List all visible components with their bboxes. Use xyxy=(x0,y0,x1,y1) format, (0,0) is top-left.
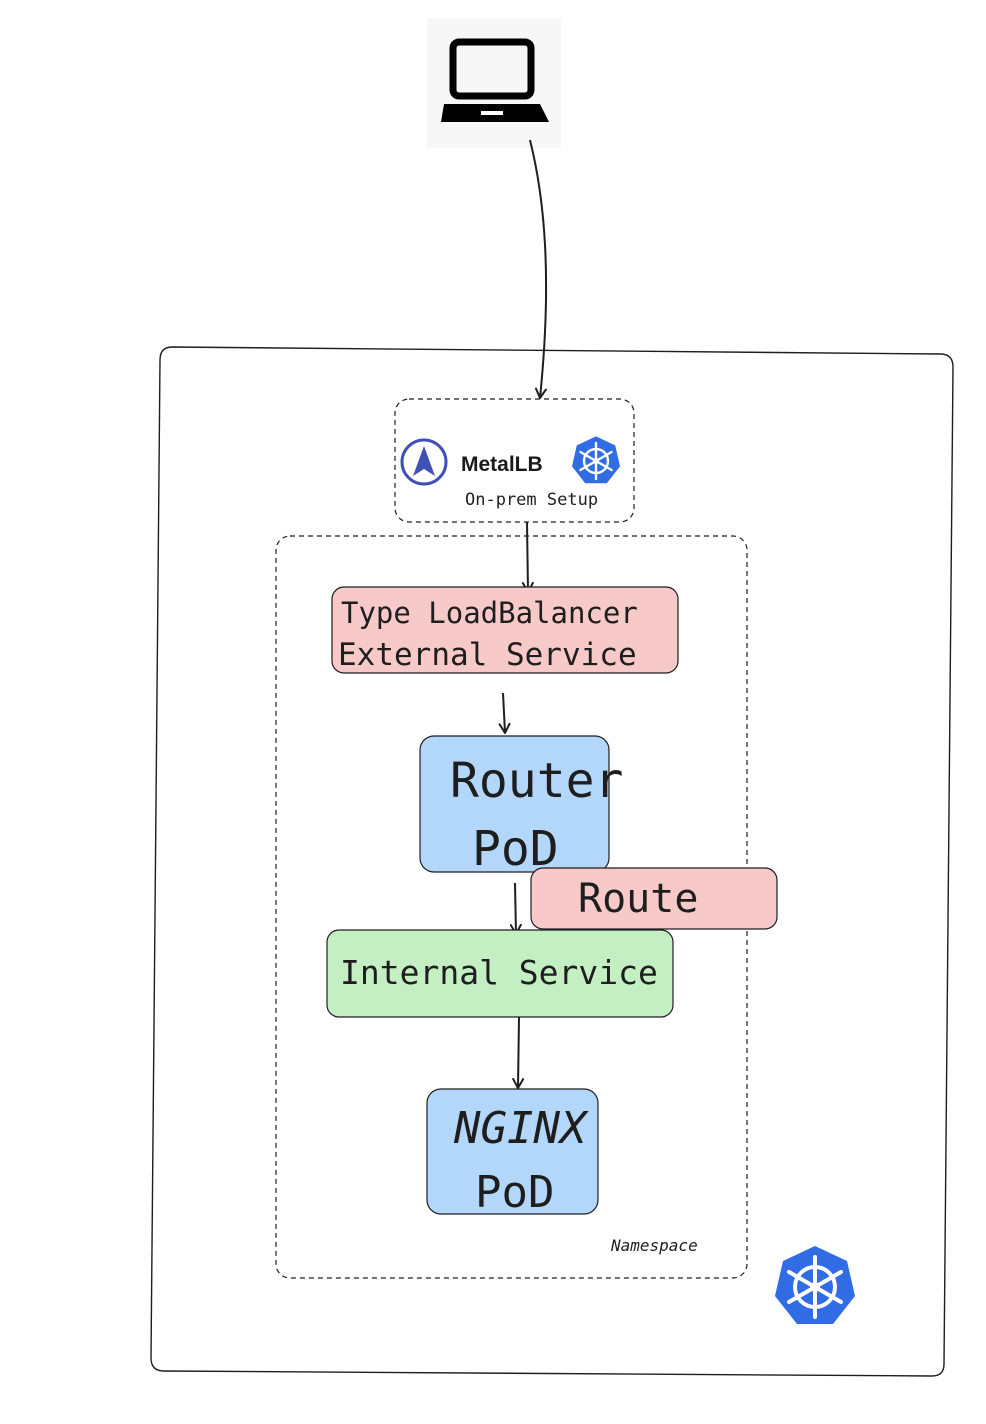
metallb-label: MetalLB xyxy=(461,453,543,476)
route-label: Route xyxy=(578,876,698,922)
arrow-router-to-internal-service xyxy=(509,882,522,935)
nginx-pod-line2: PoD xyxy=(475,1167,554,1218)
router-pod-node xyxy=(419,735,610,873)
route-node xyxy=(530,867,778,930)
nginx-pod-node xyxy=(426,1088,599,1215)
metallb-box xyxy=(394,398,635,523)
external-service-line1: Type LoadBalancer xyxy=(341,596,638,630)
internal-service-node xyxy=(326,929,674,1018)
cluster-boundary xyxy=(150,346,954,1377)
metallb-caption: On-prem Setup xyxy=(465,490,598,510)
arrow-internal-service-to-nginx xyxy=(512,1016,525,1089)
kubernetes-icon xyxy=(775,1246,855,1324)
kubernetes-icon xyxy=(572,436,620,484)
arrow-client-to-metallb xyxy=(529,139,548,399)
internal-service-label: Internal Service xyxy=(340,953,658,992)
laptop-icon xyxy=(427,18,561,148)
external-service-node xyxy=(331,586,679,674)
external-service-line2: External Service xyxy=(338,637,637,673)
namespace-label: Namespace xyxy=(610,1236,698,1255)
arrow-metallb-to-external-service xyxy=(521,521,534,593)
arrow-external-service-to-router xyxy=(498,692,511,734)
metallb-logo-icon xyxy=(400,438,448,486)
nginx-pod-line1: NGINX xyxy=(453,1103,589,1154)
router-pod-line1: Router xyxy=(450,753,623,809)
